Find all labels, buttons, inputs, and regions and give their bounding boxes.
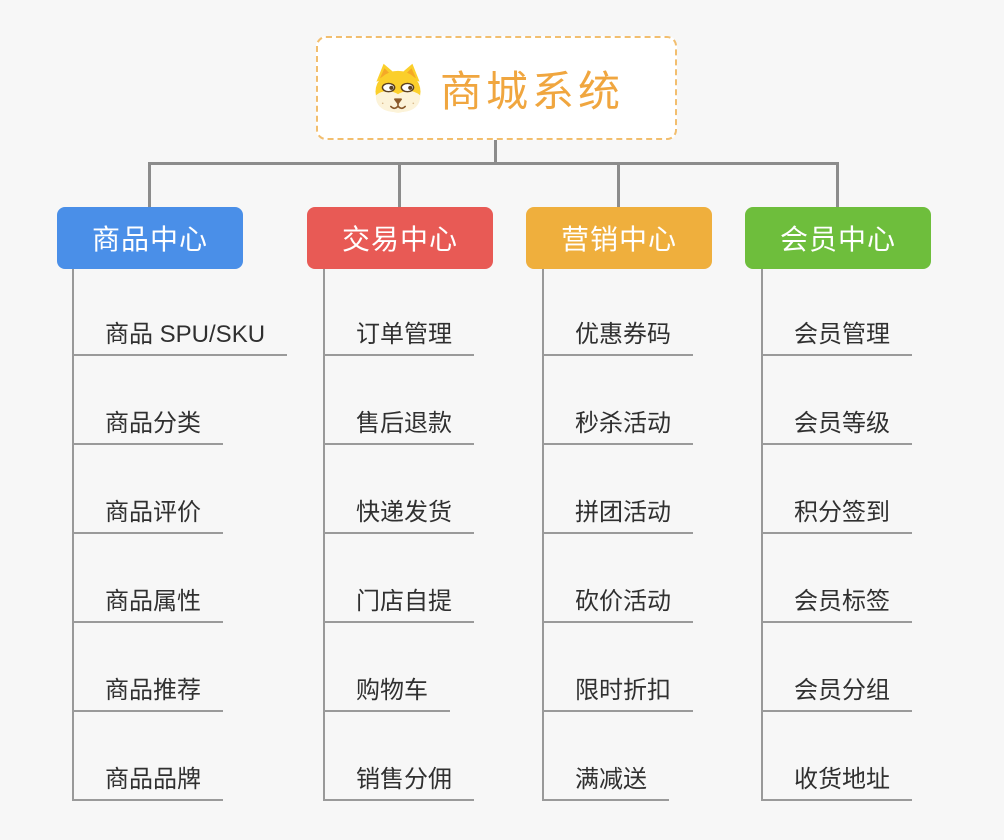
- leaf-node-product-review[interactable]: 商品评价: [72, 496, 223, 534]
- leaf-node-bargain-activity[interactable]: 砍价活动: [542, 585, 693, 623]
- leaf-node-after-sale-refund[interactable]: 售后退款: [323, 407, 474, 445]
- root-title: 商城系统: [439, 67, 624, 115]
- leaf-node-shopping-cart[interactable]: 购物车: [323, 674, 450, 712]
- leaf-node-product-recommend[interactable]: 商品推荐: [72, 674, 223, 712]
- leaf-node-store-pickup[interactable]: 门店自提: [323, 585, 474, 623]
- leaf-node-member-level[interactable]: 会员等级: [761, 407, 912, 445]
- root-node-mall-system[interactable]: 商城系统: [316, 36, 677, 140]
- leaf-node-product-attribute[interactable]: 商品属性: [72, 585, 223, 623]
- leaf-node-order-management[interactable]: 订单管理: [323, 318, 474, 356]
- leaf-node-member-management[interactable]: 会员管理: [761, 318, 912, 356]
- connector-branch-bus: [148, 162, 839, 165]
- leaf-node-product-brand[interactable]: 商品品牌: [72, 763, 223, 801]
- connector-drop-products: [148, 164, 151, 208]
- leaf-node-product-spu-sku[interactable]: 商品 SPU/SKU: [72, 318, 288, 356]
- leaf-node-product-category[interactable]: 商品分类: [72, 407, 223, 445]
- leaf-node-sales-commission[interactable]: 销售分佣: [323, 763, 474, 801]
- leaf-node-group-buying[interactable]: 拼团活动: [542, 496, 693, 534]
- leaf-node-limited-time-discount[interactable]: 限时折扣: [542, 674, 693, 712]
- leaf-node-member-group[interactable]: 会员分组: [761, 674, 912, 712]
- branch-node-marketing-center[interactable]: 营销中心: [526, 207, 712, 269]
- branch-node-product-center[interactable]: 商品中心: [57, 207, 243, 269]
- connector-drop-members: [836, 164, 839, 208]
- leaf-node-points-checkin[interactable]: 积分签到: [761, 496, 912, 534]
- connector-drop-trade: [398, 164, 401, 208]
- trunk-products: [72, 268, 74, 800]
- connector-drop-marketing: [617, 164, 620, 208]
- leaf-node-spend-save[interactable]: 满减送: [542, 763, 669, 801]
- connector-root-stem: [494, 140, 497, 164]
- leaf-node-member-tag[interactable]: 会员标签: [761, 585, 912, 623]
- dog-icon: [369, 61, 427, 115]
- trunk-marketing: [542, 268, 544, 800]
- leaf-node-coupon-code[interactable]: 优惠券码: [542, 318, 693, 356]
- branch-node-member-center[interactable]: 会员中心: [745, 207, 931, 269]
- trunk-members: [761, 268, 763, 800]
- trunk-trade: [323, 268, 325, 800]
- branch-node-trade-center[interactable]: 交易中心: [307, 207, 493, 269]
- leaf-node-shipping-address[interactable]: 收货地址: [761, 763, 912, 801]
- leaf-node-flash-sale[interactable]: 秒杀活动: [542, 407, 693, 445]
- leaf-node-express-delivery[interactable]: 快递发货: [323, 496, 474, 534]
